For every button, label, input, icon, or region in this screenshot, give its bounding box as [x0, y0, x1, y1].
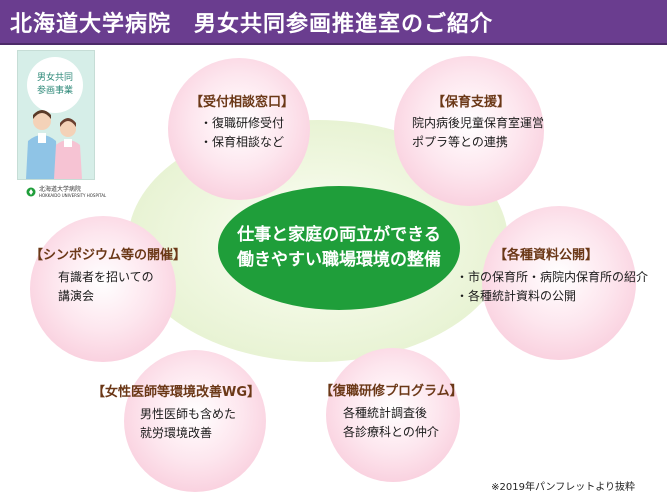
label-documents: 【各種資料公開】 — [494, 248, 599, 263]
central-goal-line: 仕事と家庭の両立ができる — [237, 225, 441, 245]
pamphlet-cover-badge: 男女共同 参画事業 — [27, 57, 83, 113]
logo-name: 北海道大学病院 — [39, 186, 82, 193]
central-goal-line: 働きやすい職場環境の整備 — [237, 250, 441, 270]
pamphlet-cover-line: 参画事業 — [36, 86, 73, 96]
text-symposium: 有識者を招いての 講演会 — [58, 270, 154, 303]
footnote: ※2019年パンフレットより抜粋 — [491, 482, 635, 493]
bubble-symposium — [30, 216, 176, 362]
bubble-childcare — [394, 56, 544, 206]
bubble-return-program — [326, 348, 460, 482]
doctors-illustration — [26, 110, 82, 179]
label-return-program: 【復職研修プログラム】 — [320, 384, 463, 399]
hospital-logo-icon — [26, 187, 36, 197]
page-title: 北海道大学病院 男女共同参画推進室のご紹介 — [10, 11, 494, 37]
logo-name-en: HOKKAIDO UNIVERSITY HOSPITAL — [39, 193, 107, 198]
hospital-logo: 北海道大学病院 HOKKAIDO UNIVERSITY HOSPITAL — [26, 186, 106, 198]
bubble-consultation — [168, 58, 310, 200]
header-bar: 北海道大学病院 男女共同参画推進室のご紹介 — [0, 0, 667, 45]
text-childcare: 院内病後児童保育室運営 ポプラ等との連携 — [412, 116, 545, 149]
central-goal: 仕事と家庭の両立ができる 働きやすい職場環境の整備 — [218, 186, 460, 310]
label-consultation: 【受付相談窓口】 — [190, 95, 295, 110]
text-documents: ・市の保育所・病院内保育所の紹介 ・各種統計資料の公開 — [456, 270, 649, 303]
pamphlet-thumbnail: 男女共同 参画事業 — [17, 50, 95, 180]
bubble-female-doctors — [124, 350, 266, 492]
text-consultation: ・復職研修受付 ・保育相談など — [200, 116, 285, 149]
bubble-documents — [482, 206, 636, 360]
label-symposium: 【シンポジウム等の開催】 — [30, 248, 187, 263]
label-childcare: 【保育支援】 — [432, 95, 511, 110]
label-female-doctors: 【女性医師等環境改善WG】 — [92, 385, 261, 400]
text-return-program: 各種統計調査後 各診療科との仲介 — [343, 406, 439, 439]
pamphlet-cover-line: 男女共同 — [36, 73, 73, 83]
text-female-doctors: 男性医師も含めた 就労環境改善 — [140, 407, 237, 440]
